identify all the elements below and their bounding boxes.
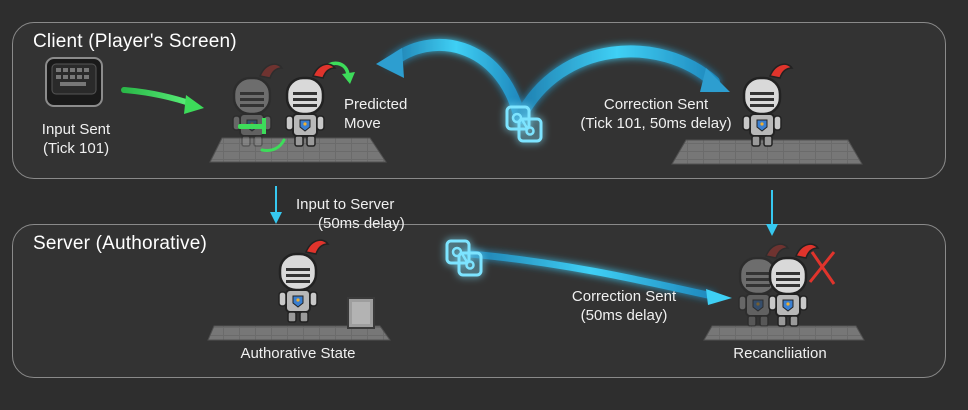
input-down-arrow: [270, 186, 282, 224]
input-sent-label: Input Sent (Tick 101): [41, 121, 111, 157]
server-floor-authorative: [207, 325, 391, 341]
server-floor-reconcile: [703, 325, 865, 341]
server-panel-title: Server (Authorative): [33, 233, 208, 254]
x-mark-icon: [808, 251, 836, 285]
correction-arc: [376, 38, 730, 124]
server-correction-arc: [466, 250, 732, 305]
crate-icon: [347, 297, 375, 329]
input-arrow: [121, 87, 204, 114]
client-correction-sent-label: Correction Sent (Tick 101, 50ms delay): [580, 96, 732, 132]
predicted-knight-icon: [284, 62, 337, 148]
predicted-move-label: Predicted Move: [344, 96, 408, 132]
motion-sword-icon: [238, 118, 266, 134]
authorative-knight-icon: [277, 238, 330, 324]
client-panel-title: Client (Player's Screen): [33, 31, 237, 52]
ghost-knight-icon: [231, 62, 284, 148]
corrected-knight-icon: [741, 62, 794, 148]
server-correction-sent-label: Correction Sent (50ms delay): [571, 288, 677, 324]
authorative-state-label: Authorative State: [240, 345, 356, 362]
input-to-server-label: Input to Server (50ms delay): [296, 196, 405, 232]
client-panel: Client (Player's Screen): [12, 22, 946, 179]
correction-down-arrow: [766, 190, 778, 236]
client-floor-correction: [671, 139, 863, 165]
reconciliation-label: Recancliiation: [733, 345, 827, 362]
keyboard-icon: [45, 57, 103, 107]
